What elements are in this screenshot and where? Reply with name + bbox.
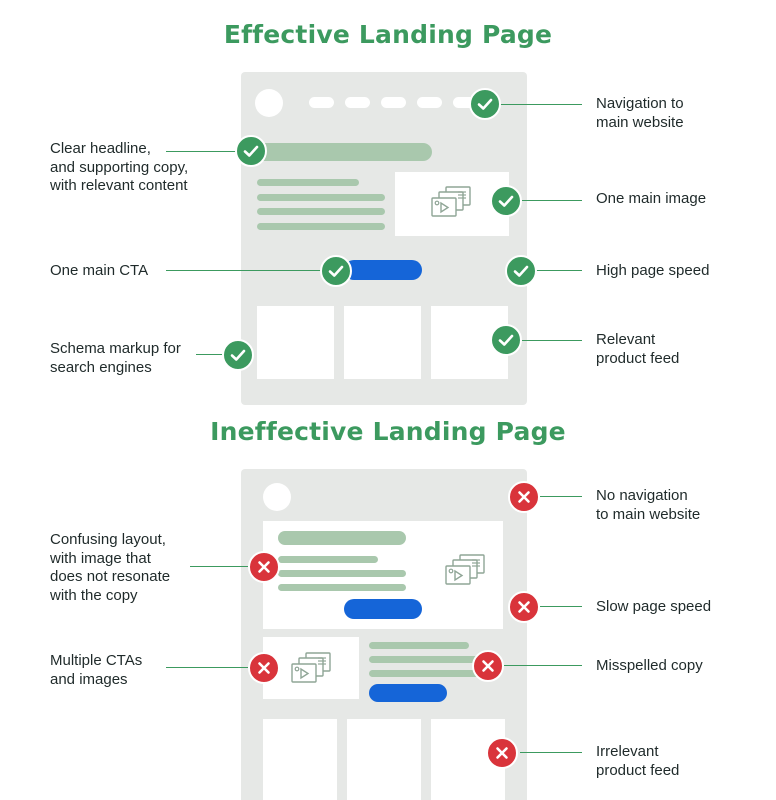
label-no-navigation: No navigation to main website [596,487,701,523]
product-feed-card [263,719,337,800]
ineffective-title: Ineffective Landing Page [210,417,566,446]
label-image: One main image [596,190,707,207]
label-schema: Schema markup for search engines [50,340,181,376]
x-icon [472,650,504,682]
label-irrelevant-feed: Irrelevant product feed [596,743,680,779]
copy-line [369,656,487,663]
effective-title: Effective Landing Page [223,20,553,49]
x-icon [508,591,540,623]
label-misspelled: Misspelled copy [596,657,703,674]
connector-line [196,354,222,355]
connector-line [540,496,582,497]
x-icon [248,551,280,583]
label-headline: Clear headline, and supporting copy, wit… [50,140,189,194]
copy-line [257,208,385,215]
check-icon [235,135,267,167]
connector-line [536,270,582,271]
label-multiple-ctas: Multiple CTAs and images [50,652,143,688]
connector-line [520,752,582,753]
label-slow-speed: Slow page speed [596,598,712,615]
connector-line [190,566,248,567]
connector-line [522,340,582,341]
connector-line [500,104,582,105]
label-confusing-layout: Confusing layout, with image that does n… [50,531,171,604]
ineffective-page-mockup [241,469,527,800]
copy-line [369,670,487,677]
second-cta-placeholder [369,684,447,702]
label-cta: One main CTA [50,262,149,279]
connector-line [540,606,582,607]
check-icon [320,255,352,287]
product-feed-card [257,306,334,379]
logo-placeholder [255,89,283,117]
connector-line [166,667,248,668]
copy-line [257,194,385,201]
effective-page-mockup [241,72,527,405]
copy-line [278,556,378,563]
label-feed: Relevant product feed [596,331,680,367]
check-icon [505,255,537,287]
headline-placeholder [278,531,406,545]
copy-line [278,570,406,577]
nav-placeholder [417,97,442,108]
logo-placeholder [263,483,291,511]
connector-line [522,200,582,201]
hero-block [263,521,503,629]
main-cta-placeholder [344,260,422,280]
media-gallery-icon [291,652,333,686]
media-gallery-icon [445,554,487,588]
check-icon [490,324,522,356]
x-icon [248,652,280,684]
x-icon [508,481,540,513]
nav-placeholder [309,97,334,108]
headline-placeholder [254,143,432,161]
label-speed: High page speed [596,262,710,279]
nav-placeholder [381,97,406,108]
copy-line [278,584,406,591]
nav-placeholder [345,97,370,108]
connector-line [166,151,238,152]
x-icon [486,737,518,769]
copy-line [369,642,469,649]
connector-line [504,665,582,666]
connector-line [166,270,322,271]
label-navigation: Navigation to main website [596,95,684,131]
main-image-placeholder [395,172,509,236]
nav-placeholder [453,97,478,108]
media-gallery-icon [431,186,473,220]
product-feed-card [344,306,421,379]
check-icon [490,185,522,217]
cta-placeholder [344,599,422,619]
check-icon [222,339,254,371]
copy-line [257,179,359,186]
product-feed-card [347,719,421,800]
check-icon [469,88,501,120]
copy-line [257,223,385,230]
